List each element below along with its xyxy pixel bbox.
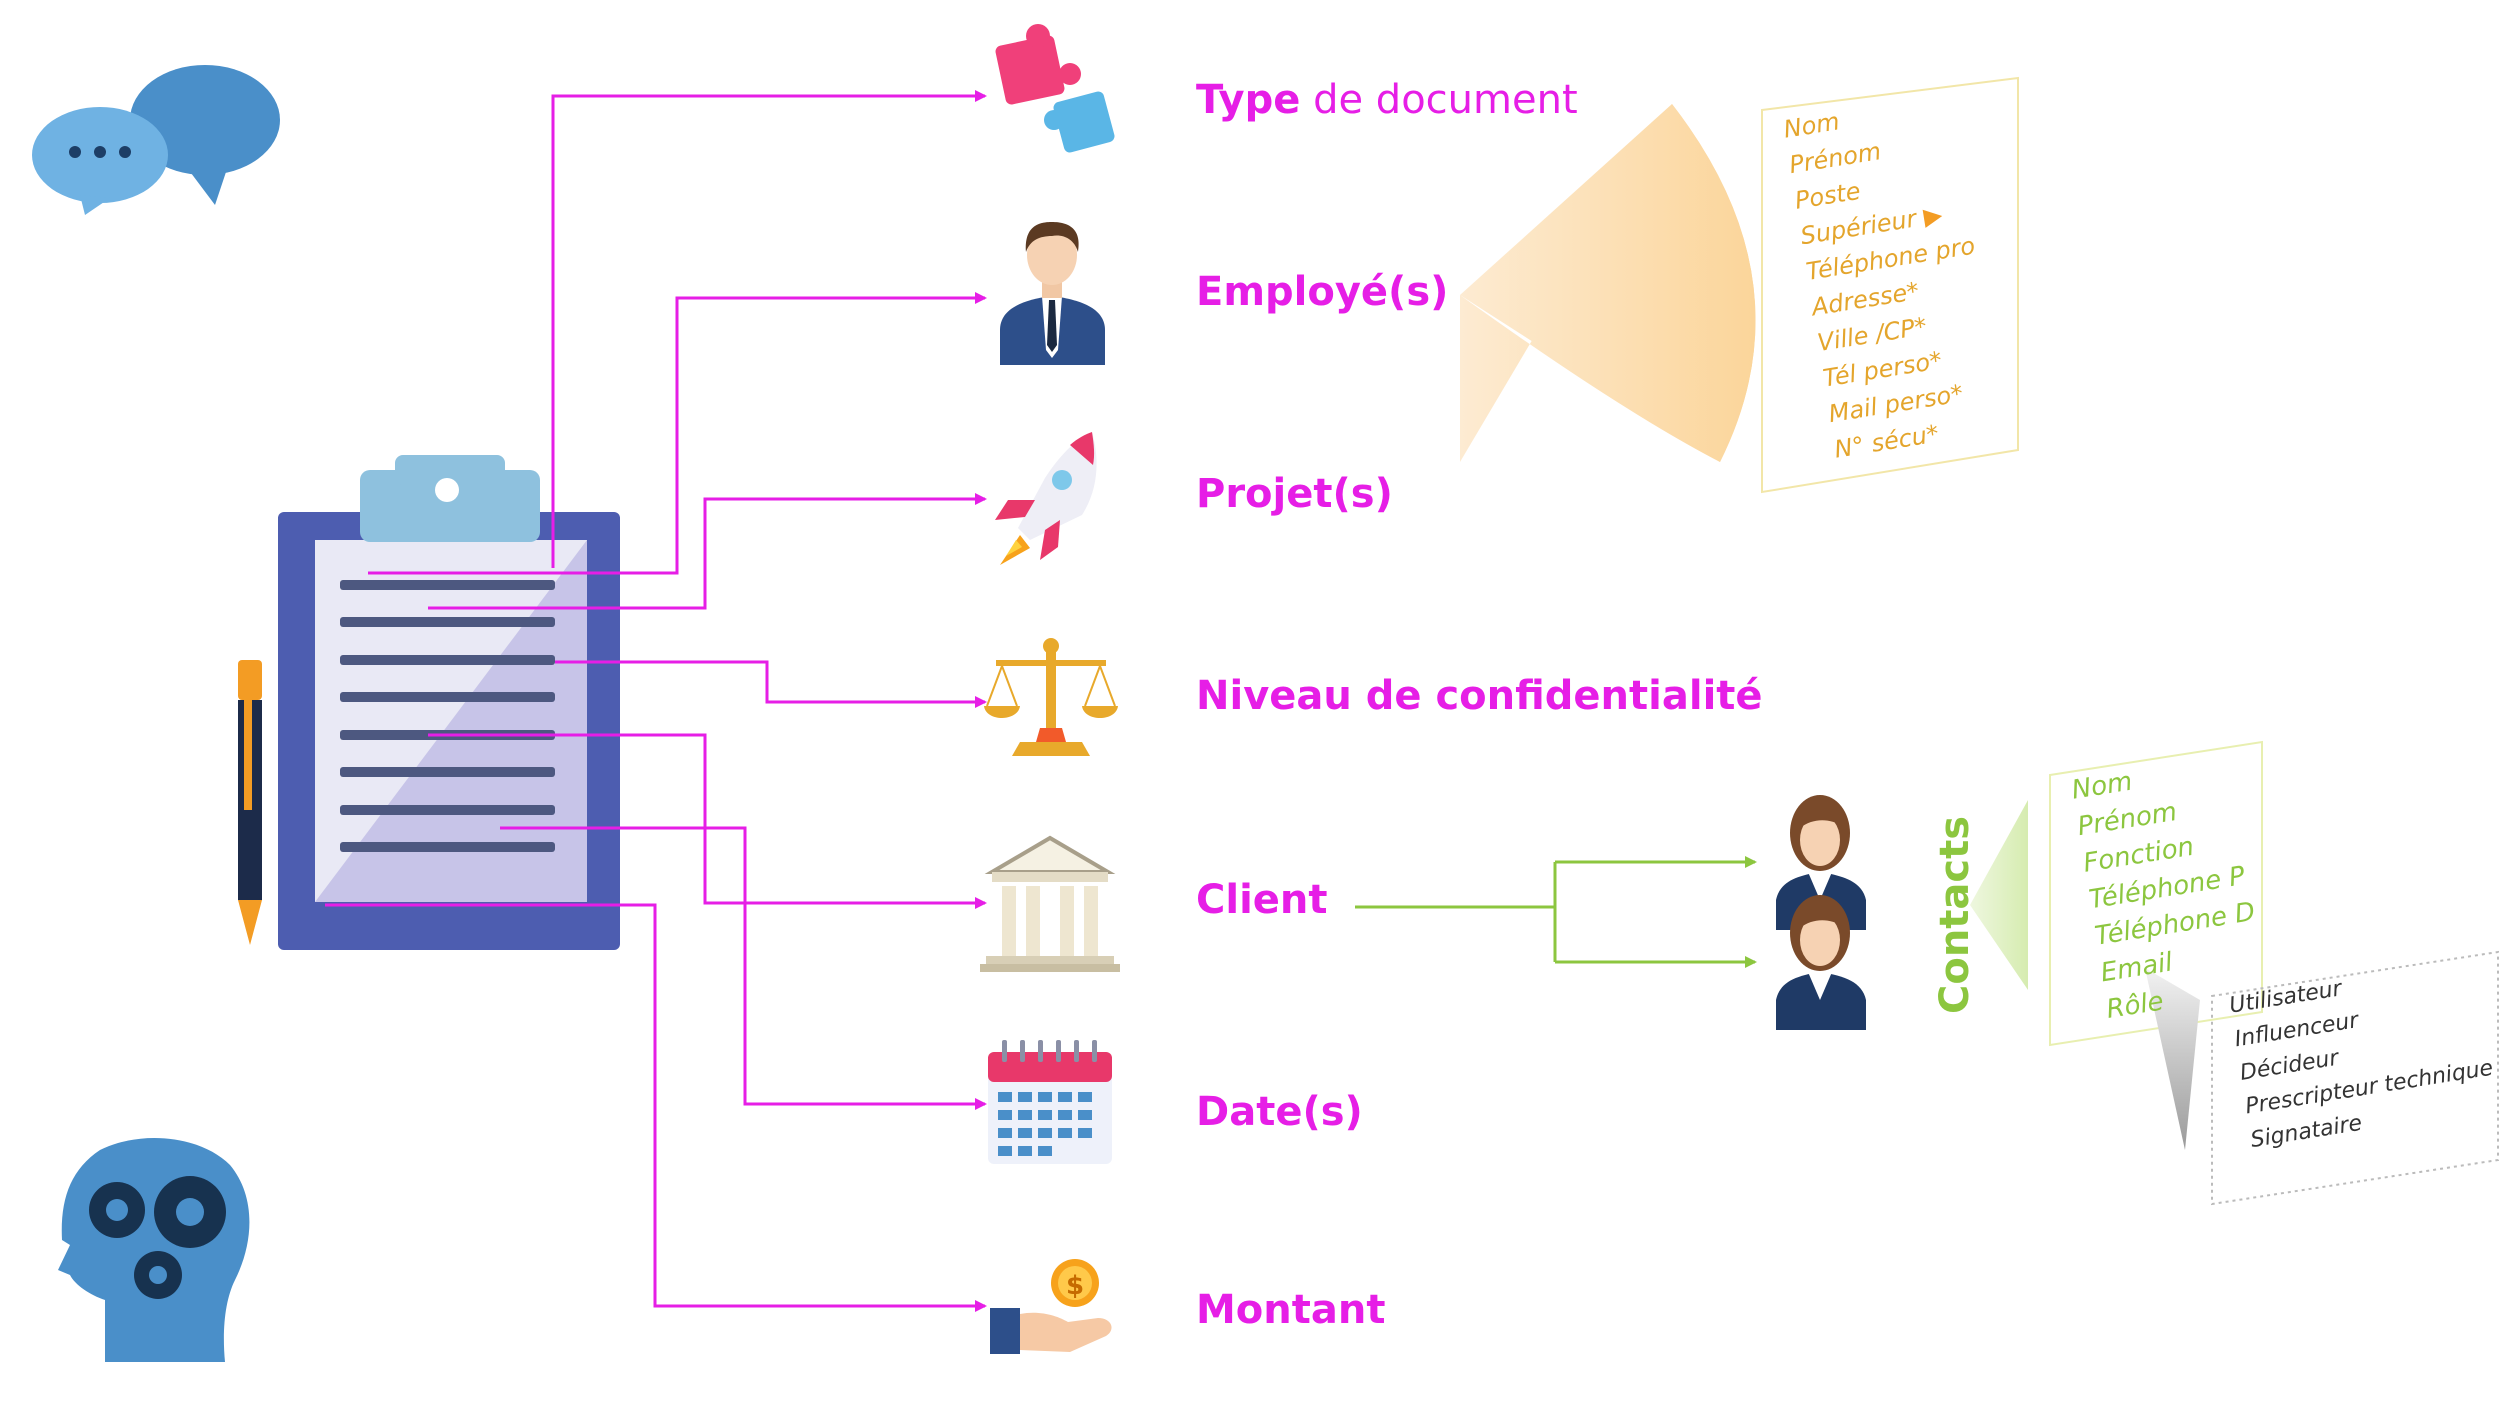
chat-bubbles-icon bbox=[32, 65, 280, 215]
svg-text:$: $ bbox=[1066, 1271, 1084, 1301]
connector-client bbox=[428, 733, 987, 909]
calendar-icon bbox=[988, 1040, 1112, 1164]
bank-icon bbox=[980, 835, 1120, 972]
contact-person-icon bbox=[1776, 895, 1866, 1030]
connector-type bbox=[551, 90, 987, 568]
label-dates: Date(s) bbox=[1196, 1089, 1363, 1135]
triangle-right-icon: ▶ bbox=[1921, 200, 1945, 231]
label-client: Client bbox=[1196, 877, 1328, 923]
label-employes: Employé(s) bbox=[1196, 269, 1449, 315]
head-gears-icon bbox=[58, 1138, 250, 1362]
clipboard-icon bbox=[278, 455, 620, 950]
role-cone bbox=[2145, 968, 2200, 1150]
contact-fields-cone bbox=[1970, 800, 2028, 990]
connector-employes bbox=[368, 292, 987, 575]
rocket-icon bbox=[995, 432, 1097, 565]
connector-montant bbox=[325, 903, 987, 1312]
connector-dates bbox=[500, 826, 987, 1110]
puzzle-icon bbox=[995, 24, 1115, 153]
contacts-title: Contacts bbox=[1932, 815, 1978, 1014]
scales-icon bbox=[984, 638, 1118, 756]
label-niveau-de-confidentialite: Niveau de confidentialité bbox=[1196, 673, 1763, 719]
label-projets: Projet(s) bbox=[1196, 471, 1393, 517]
connector-lines bbox=[325, 90, 987, 1312]
contact-fields-card bbox=[2049, 740, 2263, 1047]
employee-fields-list: Nom Prénom Poste Supérieur ▶ Téléphone p… bbox=[1782, 77, 2095, 473]
role-card bbox=[2211, 950, 2499, 1206]
employee-fields-card bbox=[1761, 76, 2019, 494]
label-type-de-document: Type de document bbox=[1196, 77, 1578, 123]
pen-icon bbox=[238, 660, 262, 945]
employee-icon bbox=[1000, 222, 1105, 365]
contacts-connector bbox=[1355, 856, 1757, 968]
label-montant: Montant bbox=[1196, 1287, 1386, 1333]
connector-confidentialite bbox=[555, 660, 987, 708]
connector-projets bbox=[428, 493, 987, 610]
money-hand-icon: $ bbox=[990, 1259, 1112, 1354]
